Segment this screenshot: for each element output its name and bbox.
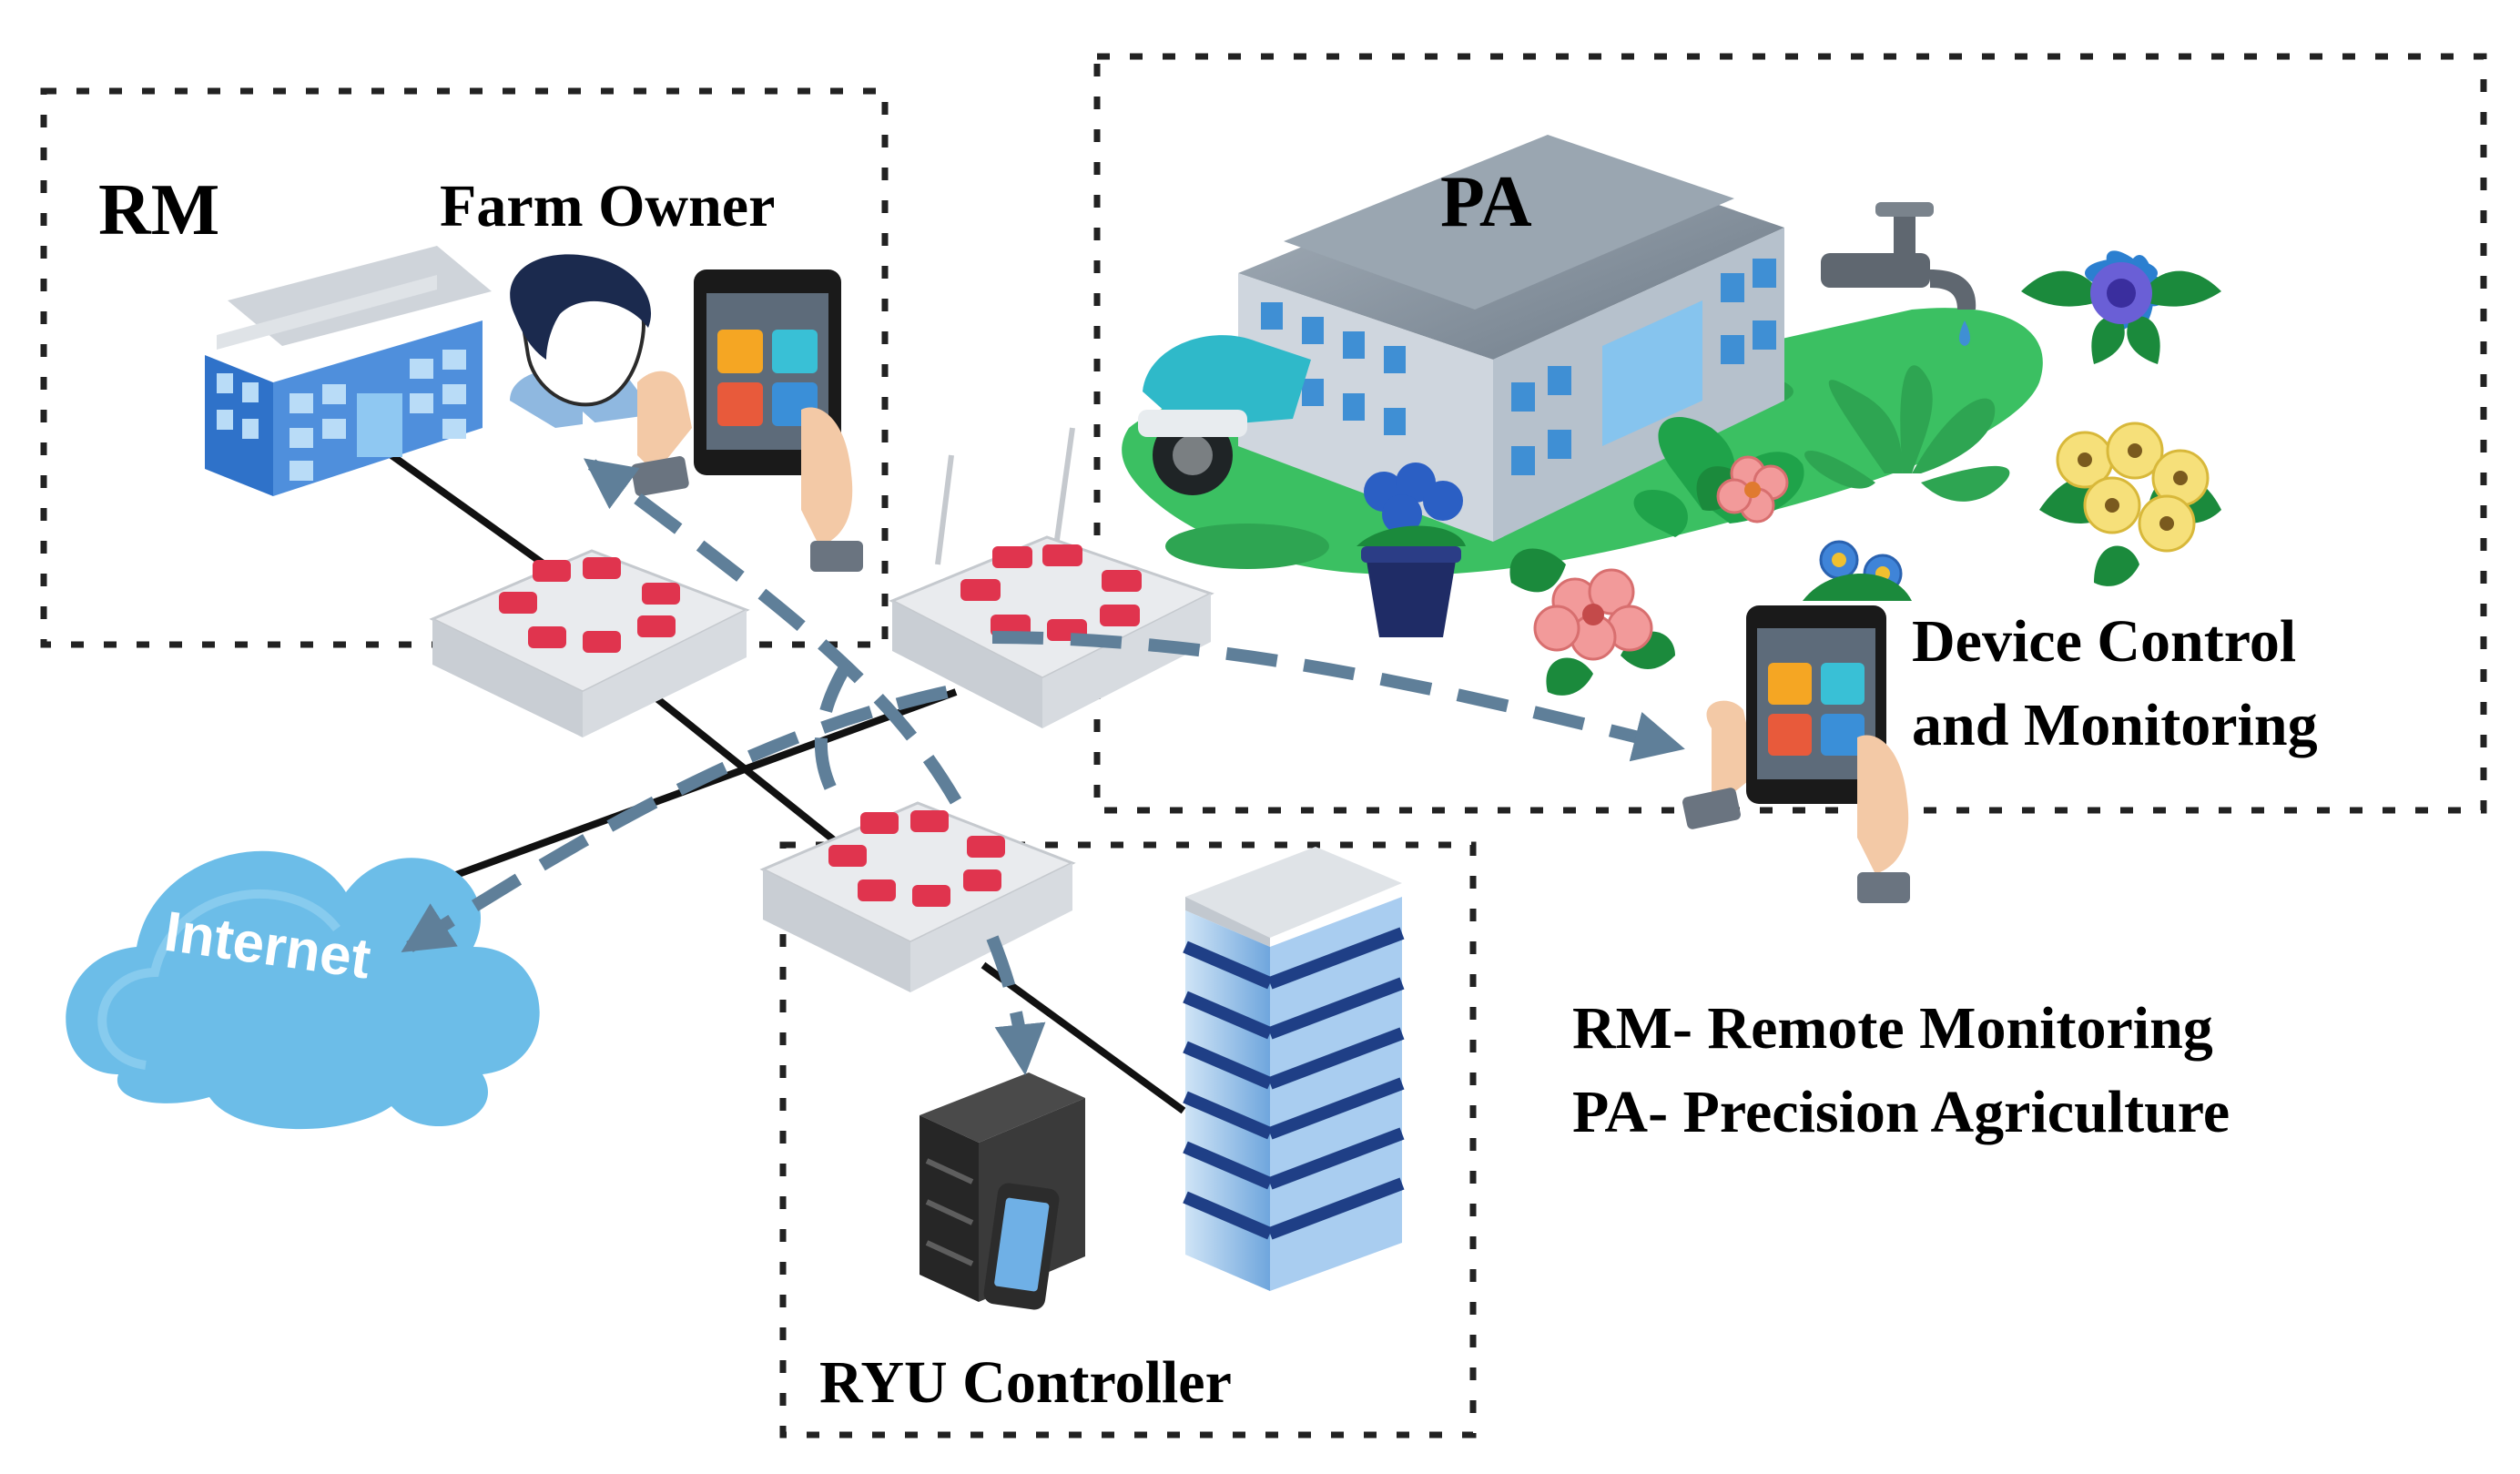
office-building-icon [205,246,492,496]
security-camera-icon [1138,335,1311,495]
greenhouse-building-icon [1238,135,1784,542]
flower-icon [2021,250,2221,364]
flow-arrow-to-server [986,935,1046,1076]
link-router1-router3 [635,679,868,869]
flow-arrow-to-owner [583,458,962,805]
router-icon [429,549,750,737]
farm-owner-label: Farm Owner [440,173,775,239]
device-control-label-line2: and Monitoring [1912,692,2318,758]
flower-icon [1357,463,1466,637]
rm-zone-label: RM [98,170,219,250]
skyscraper-icon [1183,847,1405,1291]
ryu-controller-label: RYU Controller [819,1349,1232,1416]
flow-arrow-to-internet [401,686,949,953]
legend-rm: RM- Remote Monitoring [1572,995,2213,1062]
cloud-icon [66,850,540,1130]
flow-arrow-rm-to-router [814,661,853,805]
water-tap-icon [1821,202,1976,346]
router-icon [889,427,1214,728]
pa-zone-border [1093,53,2487,814]
farm-owner-person-icon [510,254,655,437]
flower-icon [1696,455,1789,524]
tablet-icon [631,269,863,572]
flow-arrow-to-pa-tablet [991,631,1685,762]
legend-pa: PA- Precision Agriculture [1572,1079,2230,1145]
flower-icon [1803,540,1912,601]
ryu-zone-border [779,841,1477,1438]
smartphone-icon [983,1183,1060,1310]
flower-icon [1509,548,1675,696]
link-router3-skyscraper [981,961,1186,1114]
pa-zone-label: PA [1440,162,1532,242]
flower-icon [2039,422,2221,586]
tablet-icon [1682,605,1910,903]
flow-arrows [401,458,1685,1076]
device-control-label-line1: Device Control [1912,608,2296,675]
router-icon [759,801,1076,992]
plant-icon [1804,365,2010,502]
